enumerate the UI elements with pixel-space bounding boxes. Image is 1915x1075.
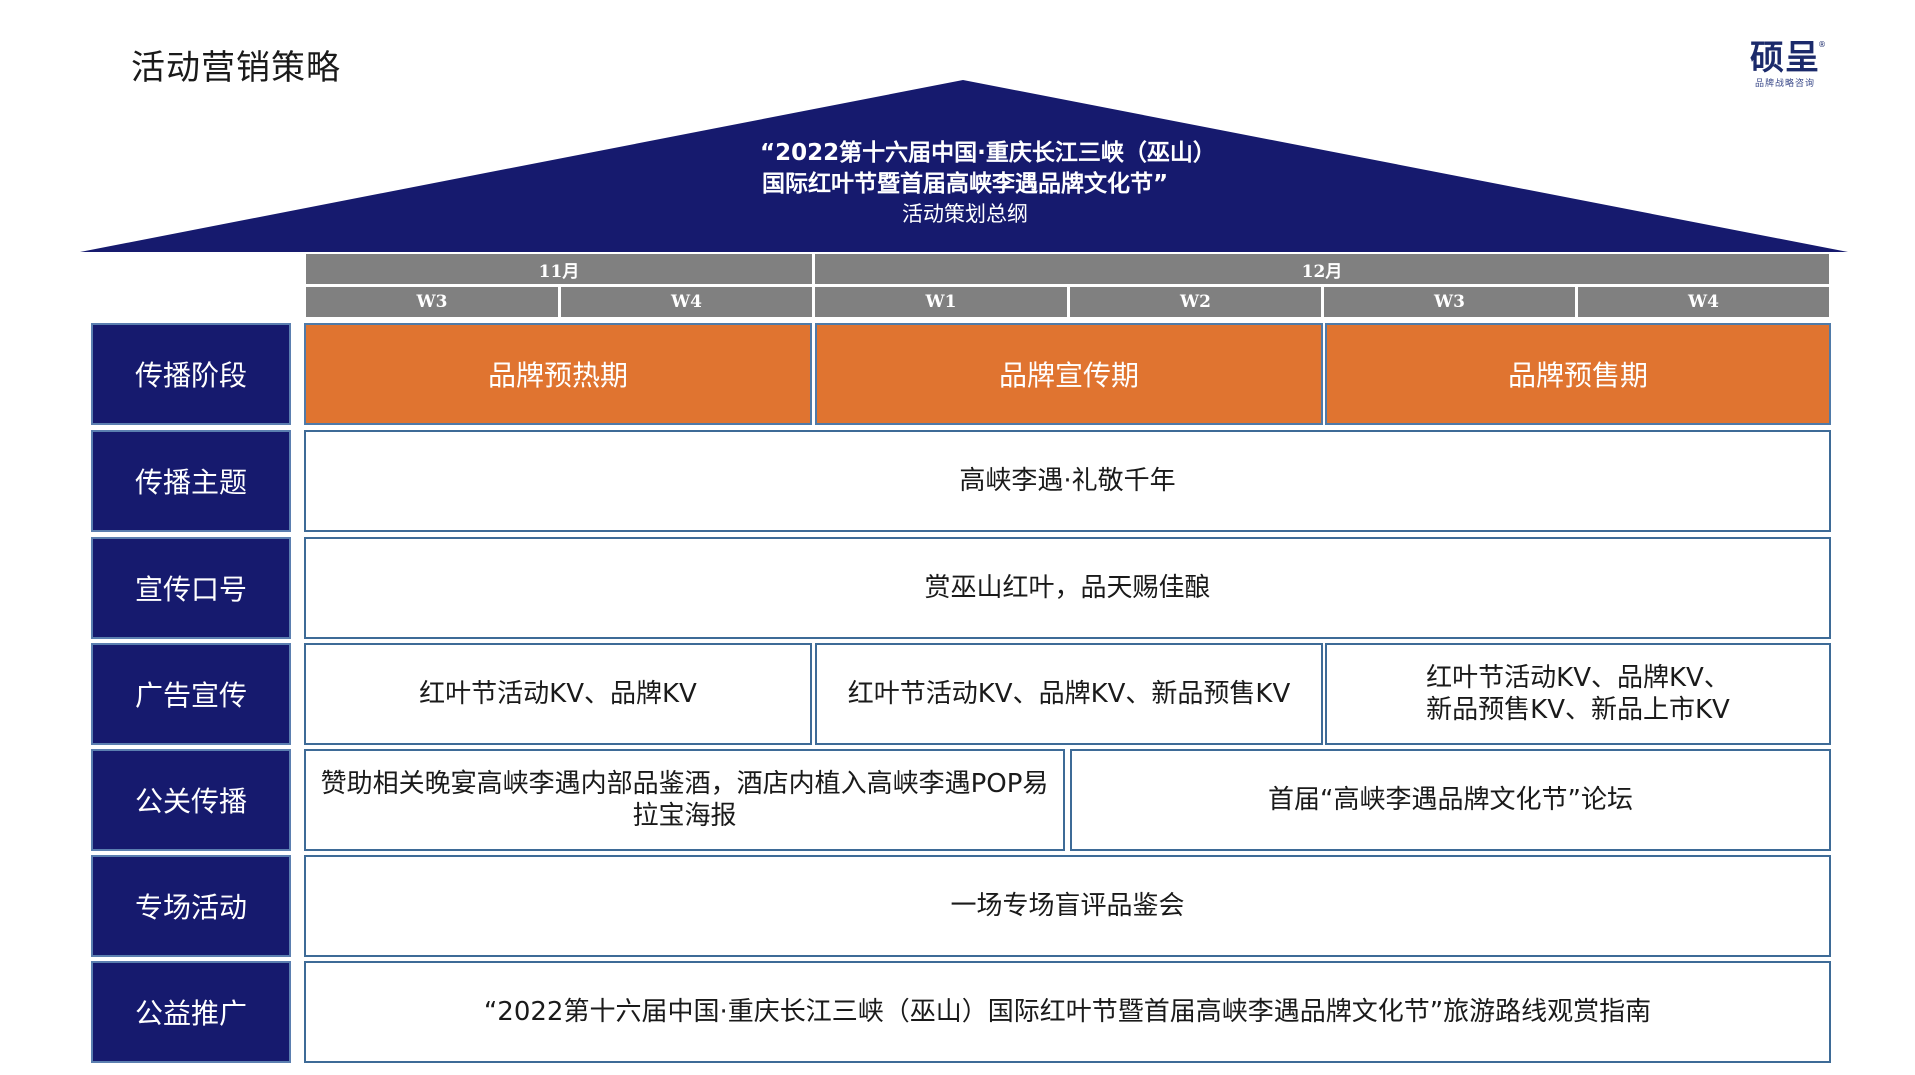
row-label-stage: 传播阶段 [91,323,291,425]
row-label-slogan: 宣传口号 [91,537,291,639]
roof-title-line-2: 国际红叶节暨首届高峡李遇品牌文化节” [761,171,1169,197]
pr-cell-line: 拉宝海报 [632,801,737,831]
advertising-cell: 红叶节活动KV、品牌KV [304,643,812,745]
pr-cell-sponsorship: 赞助相关晚宴高峡李遇内部品鉴酒，酒店内植入高峡李遇POP易 拉宝海报 [304,749,1065,851]
roof-triangle [80,80,1848,252]
roof-title-line-1: “2022第十六届中国·重庆长江三峡（巫山） [760,140,1216,166]
month-header-nov: 11月 [306,254,812,284]
row-label-theme: 传播主题 [91,430,291,532]
roof-shape [80,80,1848,252]
logo-text: 硕呈 [1750,38,1820,78]
logo-subtext: 品牌战略咨询 [1754,79,1815,89]
row-label-pr: 公关传播 [91,749,291,851]
page-title: 活动营销策略 [131,48,341,88]
week-header: W1 [815,287,1067,317]
phase-promotion: 品牌宣传期 [815,323,1323,425]
row-label-advertising: 广告宣传 [91,643,291,745]
advertising-cell-line: 新品预售KV、新品上市KV [1426,695,1730,725]
pr-cell-forum: 首届“高峡李遇品牌文化节”论坛 [1070,749,1831,851]
row-label-public-welfare: 公益推广 [91,961,291,1063]
pr-cell-line: 赞助相关晚宴高峡李遇内部品鉴酒，酒店内植入高峡李遇POP易 [320,769,1049,799]
phase-warmup: 品牌预热期 [304,323,812,425]
special-event-cell: 一场专场盲评品鉴会 [304,855,1831,957]
phase-presale: 品牌预售期 [1325,323,1831,425]
slogan-cell: 赏巫山红叶，品天赐佳酿 [304,537,1831,639]
advertising-cell: 红叶节活动KV、品牌KV、新品预售KV [815,643,1323,745]
roof-text: “2022第十六届中国·重庆长江三峡（巫山） 国际红叶节暨首届高峡李遇品牌文化节… [760,138,1216,228]
registered-mark: ® [1818,40,1826,49]
week-header: W2 [1070,287,1321,317]
month-header-dec: 12月 [815,254,1829,284]
advertising-cell-line: 红叶节活动KV、品牌KV、 [1426,663,1730,693]
row-label-special-event: 专场活动 [91,855,291,957]
week-header: W4 [561,287,812,317]
week-header: W4 [1578,287,1829,317]
week-header: W3 [306,287,558,317]
roof-subtitle: 活动策划总纲 [902,202,1028,226]
week-header: W3 [1324,287,1575,317]
theme-cell: 高峡李遇·礼敬千年 [304,430,1831,532]
public-welfare-cell: “2022第十六届中国·重庆长江三峡（巫山）国际红叶节暨首届高峡李遇品牌文化节”… [304,961,1831,1063]
brand-logo: 硕呈 品牌战略咨询 ® [1740,38,1830,98]
advertising-cell: 红叶节活动KV、品牌KV、 新品预售KV、新品上市KV [1325,643,1831,745]
